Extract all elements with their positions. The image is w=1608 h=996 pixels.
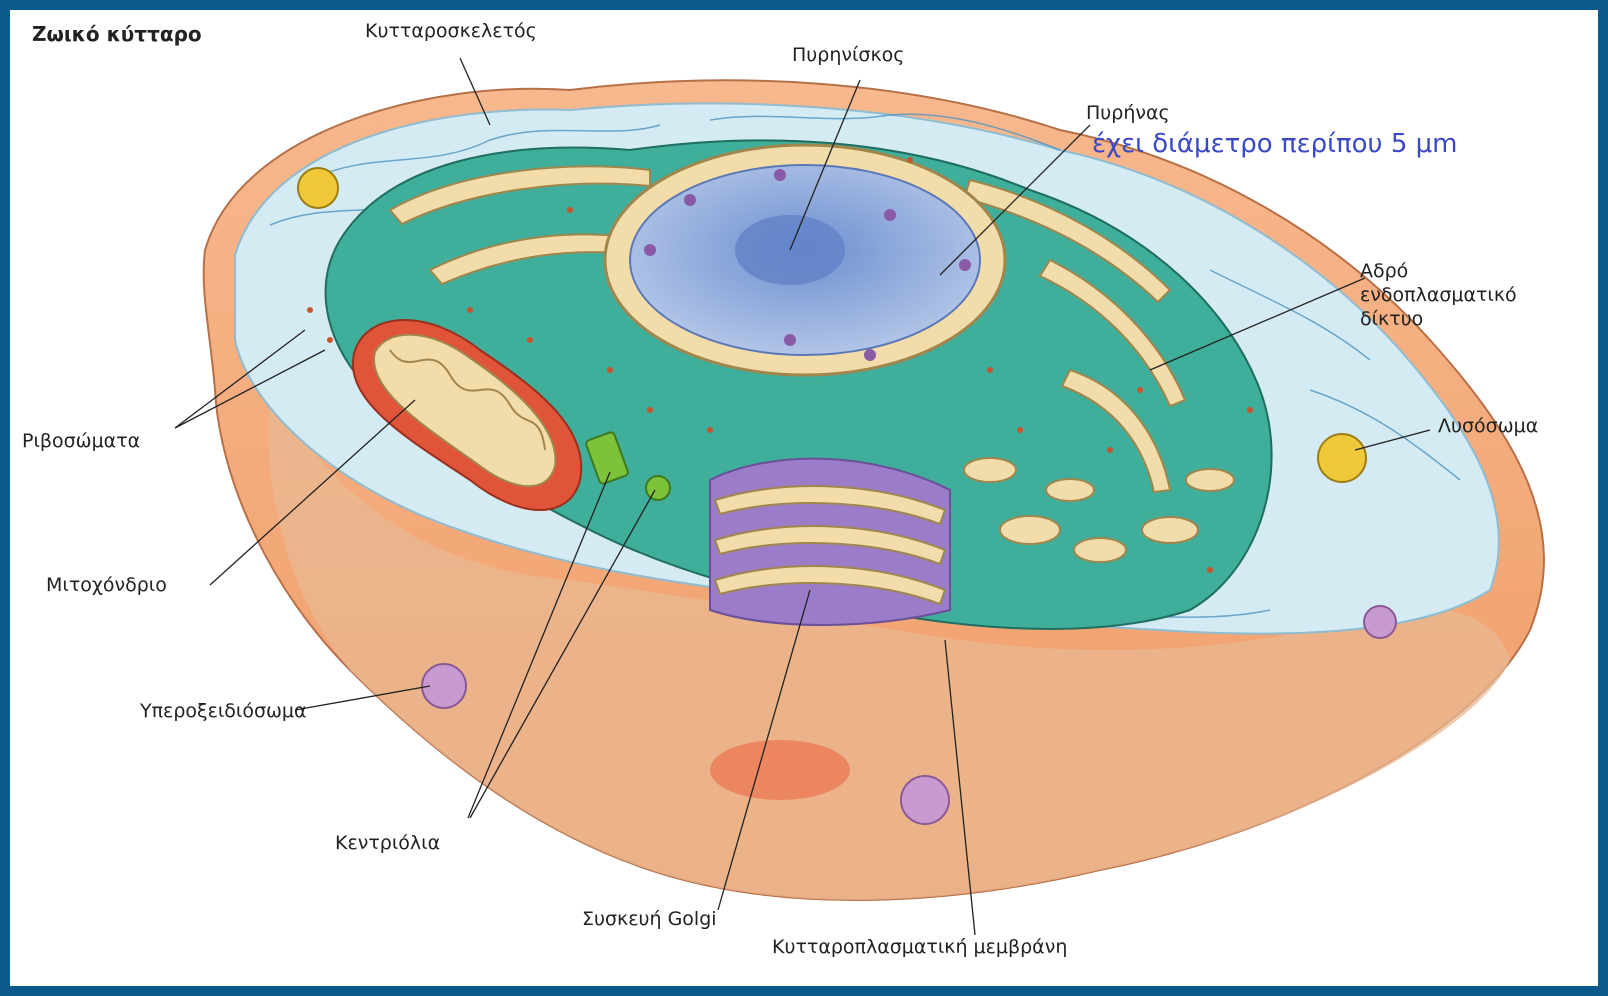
label-nucleolus: Πυρηνίσκος bbox=[792, 44, 904, 68]
label-plasma-membrane: Κυτταροπλασματική μεμβράνη bbox=[772, 936, 1067, 960]
label-peroxisome: Υπεροξειδιόσωμα bbox=[140, 700, 307, 724]
peroxisome bbox=[1364, 606, 1396, 638]
nucleus-diameter-note: έχει διάμετρο περίπου 5 μm bbox=[1092, 128, 1458, 161]
label-centrioles: Κεντριόλια bbox=[335, 832, 440, 856]
peroxisome bbox=[901, 776, 949, 824]
label-cytoskeleton: Κυτταροσκελετός bbox=[365, 20, 537, 44]
label-ribosomes: Ριβοσώματα bbox=[22, 430, 140, 454]
vesicle bbox=[710, 740, 850, 800]
diagram-title: Ζωικό κύτταρο bbox=[32, 22, 202, 47]
label-golgi: Συσκευή Golgi bbox=[582, 908, 717, 932]
diagram-frame: Ζωικό κύτταρο Κυτταροσκελετός Πυρηνίσκος… bbox=[10, 10, 1598, 986]
lysosome bbox=[298, 168, 338, 208]
label-rough-er: Αδρό ενδοπλασματικό δίκτυο bbox=[1360, 260, 1517, 331]
centriole bbox=[646, 476, 670, 500]
lysosome bbox=[1318, 434, 1366, 482]
label-mitochondrion: Μιτοχόνδριο bbox=[46, 574, 167, 598]
label-nucleus: Πυρήνας bbox=[1086, 102, 1170, 126]
label-lysosome: Λυσόσωμα bbox=[1438, 415, 1538, 439]
